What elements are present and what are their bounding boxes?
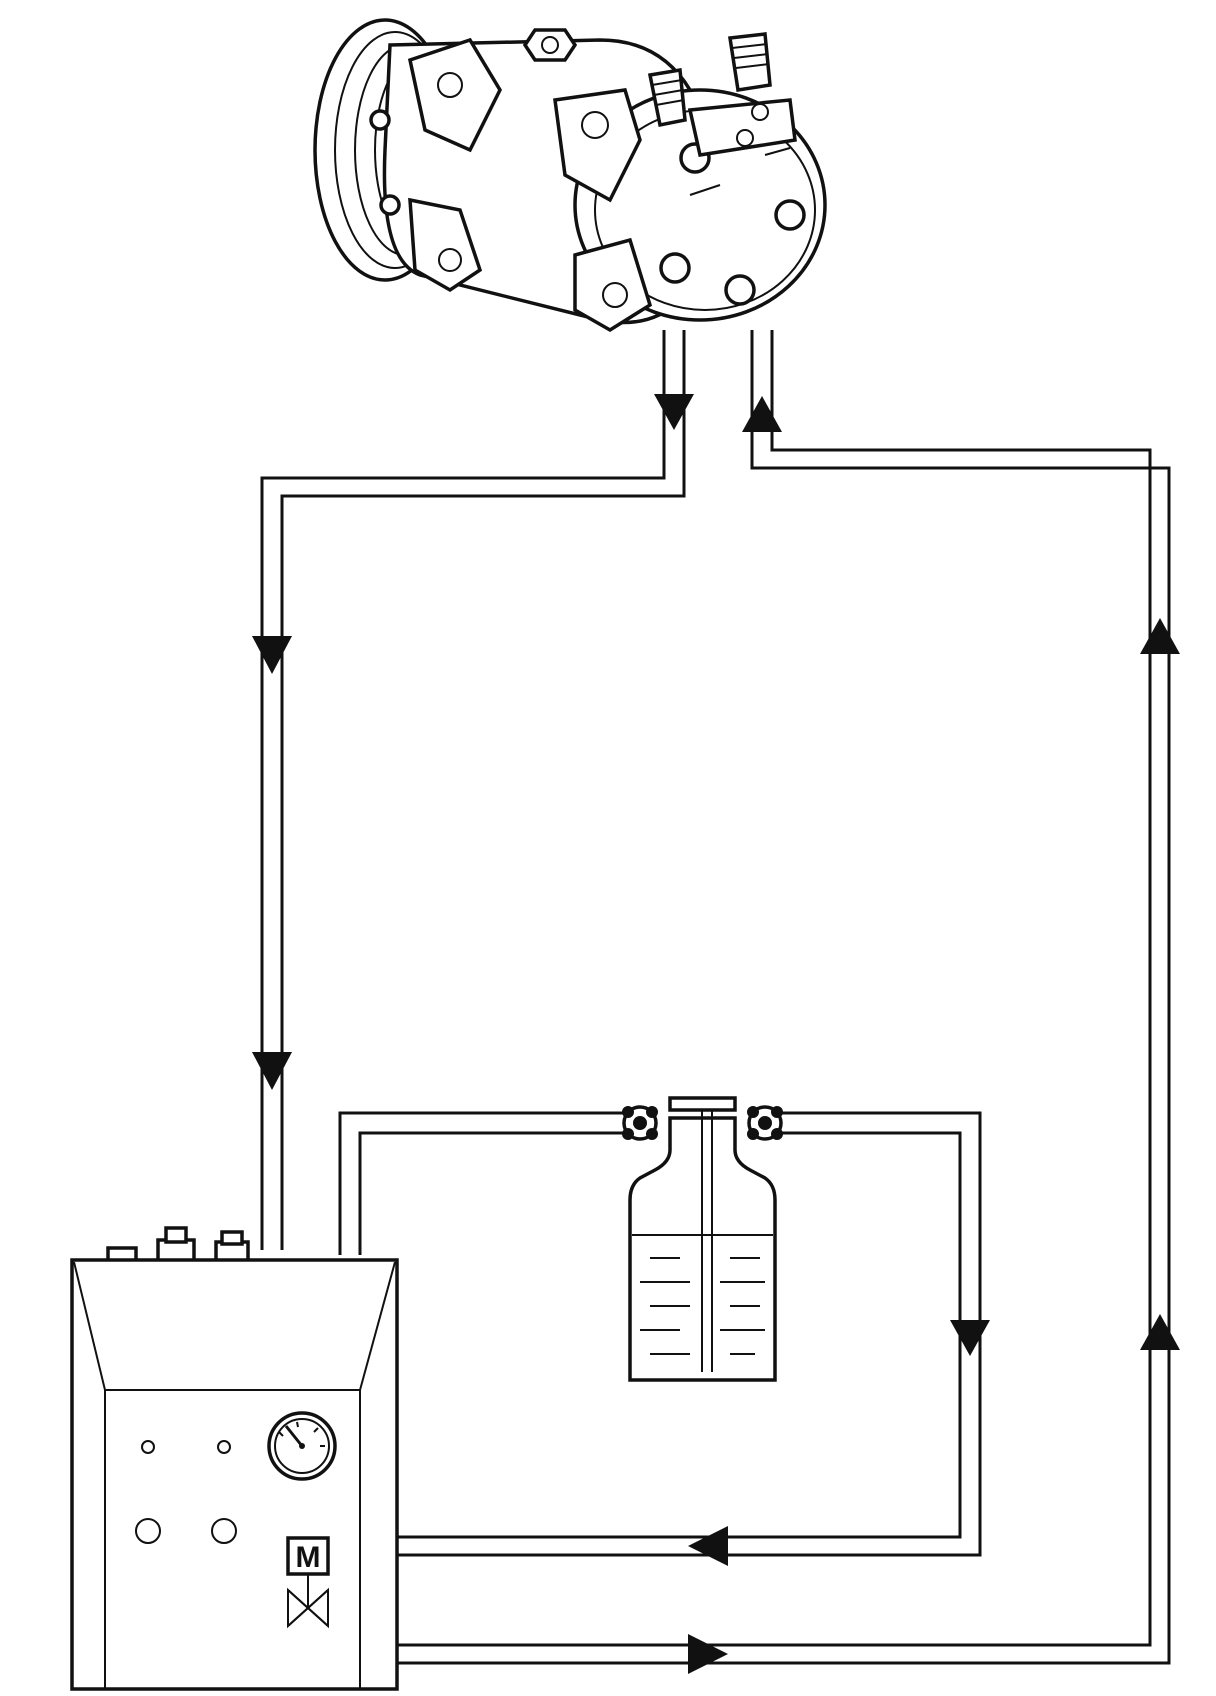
flow-arrow-up (1140, 1314, 1180, 1350)
flow-arrow-down (950, 1320, 990, 1356)
flushing-unit (70, 1226, 399, 1691)
flow-arrow-down (252, 636, 292, 674)
flow-arrow-down (654, 394, 694, 430)
flow-arrow-left (688, 1526, 728, 1566)
oil-reservoir (628, 1096, 777, 1382)
valve-symbol (287, 1574, 329, 1629)
reservoir-coupler-left (622, 1105, 658, 1141)
reservoir-feed-line (338, 1111, 635, 1255)
motor-label: M (296, 1541, 321, 1574)
compressor (313, 18, 827, 333)
compressor-return-line (398, 330, 1171, 1665)
flow-arrow-down (252, 1052, 292, 1090)
reservoir-coupler-right (747, 1105, 783, 1141)
pressure-gauge (267, 1411, 337, 1481)
flow-arrow-up (1140, 618, 1180, 654)
flow-arrow-right (688, 1634, 728, 1674)
motor-symbol: M (286, 1536, 330, 1576)
flow-arrow-up (742, 396, 782, 432)
